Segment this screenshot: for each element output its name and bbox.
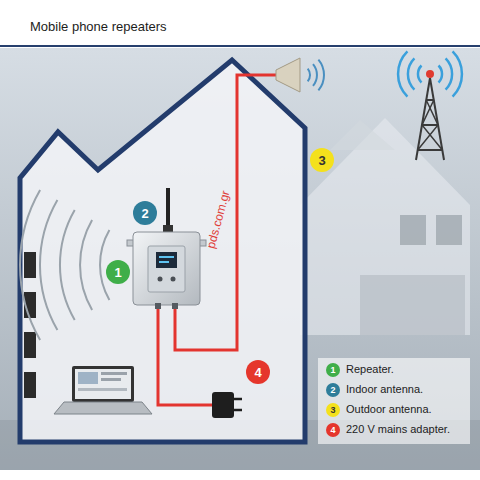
repeater-button — [171, 277, 176, 282]
tower-beacon — [426, 70, 434, 78]
title-block: Mobile phone repeaters — [30, 17, 167, 35]
repeater-panel — [148, 246, 185, 292]
legend-text: 220 V mains adapter. — [346, 423, 450, 436]
signal-arc — [40, 200, 57, 330]
legend-panel — [318, 358, 470, 444]
signal-arc — [318, 60, 324, 91]
laptop-screen-frame — [72, 366, 134, 402]
legend-text: Outdoor antenna. — [346, 403, 432, 416]
wall-window — [24, 332, 36, 358]
screen-picture — [78, 372, 98, 384]
screen-bar — [159, 256, 174, 258]
screen-line — [78, 388, 127, 391]
tower-leg — [416, 78, 430, 160]
legend-swatch: 2 — [326, 383, 340, 397]
legend-swatch: 3 — [326, 403, 340, 417]
legend-text: Repeater. — [346, 363, 394, 376]
signal-arc — [313, 64, 317, 86]
background-garage-door — [360, 275, 465, 335]
signal-arc — [439, 66, 443, 83]
repeater-port — [172, 303, 178, 309]
screen-line — [101, 372, 127, 375]
callout-circle: 2 — [133, 201, 157, 225]
signal-arc — [20, 190, 40, 340]
title: Mobile phone repeaters — [30, 19, 167, 34]
legend-swatch: 1 — [326, 363, 340, 377]
laptop-base — [54, 402, 152, 414]
signal-arc — [398, 51, 407, 96]
signal-arc — [453, 51, 462, 96]
signal-arc — [80, 220, 92, 310]
callout-number: 3 — [318, 154, 325, 167]
signal-arc — [418, 66, 422, 83]
tower-signal-waves — [398, 51, 462, 96]
header-rule — [0, 45, 480, 47]
outdoor-antenna — [276, 58, 300, 92]
coax-cable — [175, 75, 278, 350]
adapter-prong — [234, 409, 242, 412]
tower-brace — [422, 124, 438, 126]
legend-row: 2 Indoor antenna. — [326, 383, 423, 397]
legend-row: 4 220 V mains adapter. — [326, 423, 450, 437]
outdoor-signal-waves — [308, 60, 324, 91]
repeater-box — [133, 232, 200, 305]
legend-row: 1 Repeater. — [326, 363, 394, 377]
background-house — [300, 118, 470, 335]
repeater-port — [155, 303, 161, 309]
indoor-signal-waves — [20, 190, 109, 340]
callout-number: 4 — [330, 426, 335, 435]
mains-adapter — [212, 392, 234, 418]
background-window — [436, 215, 462, 245]
cell-tower — [416, 78, 444, 160]
power-cable — [158, 305, 214, 405]
callout-number: 4 — [254, 366, 261, 379]
tower-leg — [430, 78, 444, 160]
repeater-button — [158, 277, 163, 282]
callout-number: 1 — [114, 266, 121, 279]
house-outline — [20, 60, 305, 442]
tower-brace — [418, 149, 443, 151]
legend-swatch: 4 — [326, 423, 340, 437]
tower-brace — [418, 100, 438, 150]
signal-arc — [446, 58, 452, 89]
repeater-screen — [156, 252, 177, 268]
callout-number: 1 — [330, 366, 335, 375]
screen-bar — [159, 261, 169, 263]
callout-number: 2 — [141, 207, 148, 220]
callout-circle: 1 — [106, 260, 130, 284]
legend-row: 3 Outdoor antenna. — [326, 403, 432, 417]
photo-background — [0, 48, 480, 470]
background-gable — [330, 120, 395, 150]
background-window — [400, 215, 426, 245]
callout-circle: 4 — [246, 360, 270, 384]
screen-line — [101, 378, 121, 381]
laptop-screen — [75, 369, 131, 399]
signal-arc — [60, 210, 75, 320]
callout-number: 2 — [330, 386, 335, 395]
callout-number: 3 — [330, 406, 335, 415]
legend-text: Indoor antenna. — [346, 383, 423, 396]
adapter-prong — [234, 398, 242, 401]
wall-window — [24, 252, 36, 278]
tower-brace — [422, 100, 442, 150]
signal-arc — [408, 58, 414, 89]
callout-circle: 3 — [310, 148, 334, 172]
wall-window — [24, 372, 36, 398]
signal-arc — [308, 69, 310, 82]
